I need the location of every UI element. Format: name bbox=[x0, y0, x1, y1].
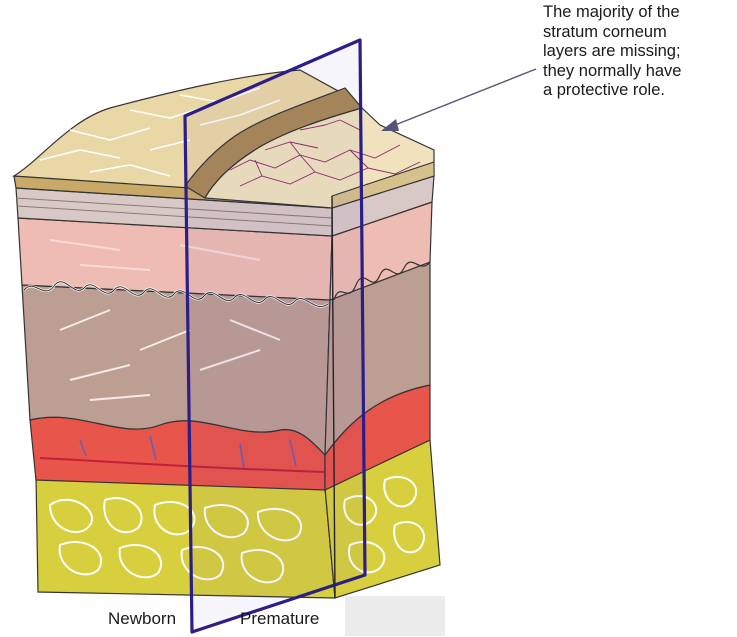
base-shadow bbox=[345, 596, 445, 636]
annotation-arrow-head bbox=[381, 119, 399, 131]
annotation-arrow-line bbox=[390, 69, 536, 127]
newborn-label: Newborn bbox=[108, 609, 176, 629]
premature-label: Premature bbox=[240, 609, 319, 629]
stratum-corneum-annotation: The majority of the stratum corneum laye… bbox=[543, 3, 733, 101]
annotation-line: stratum corneum bbox=[543, 23, 733, 43]
annotation-line: The majority of the bbox=[543, 3, 733, 23]
annotation-line: a protective role. bbox=[543, 81, 733, 101]
cut-plane bbox=[185, 40, 365, 632]
annotation-line: layers are missing; bbox=[543, 42, 733, 62]
annotation-line: they normally have bbox=[543, 62, 733, 82]
